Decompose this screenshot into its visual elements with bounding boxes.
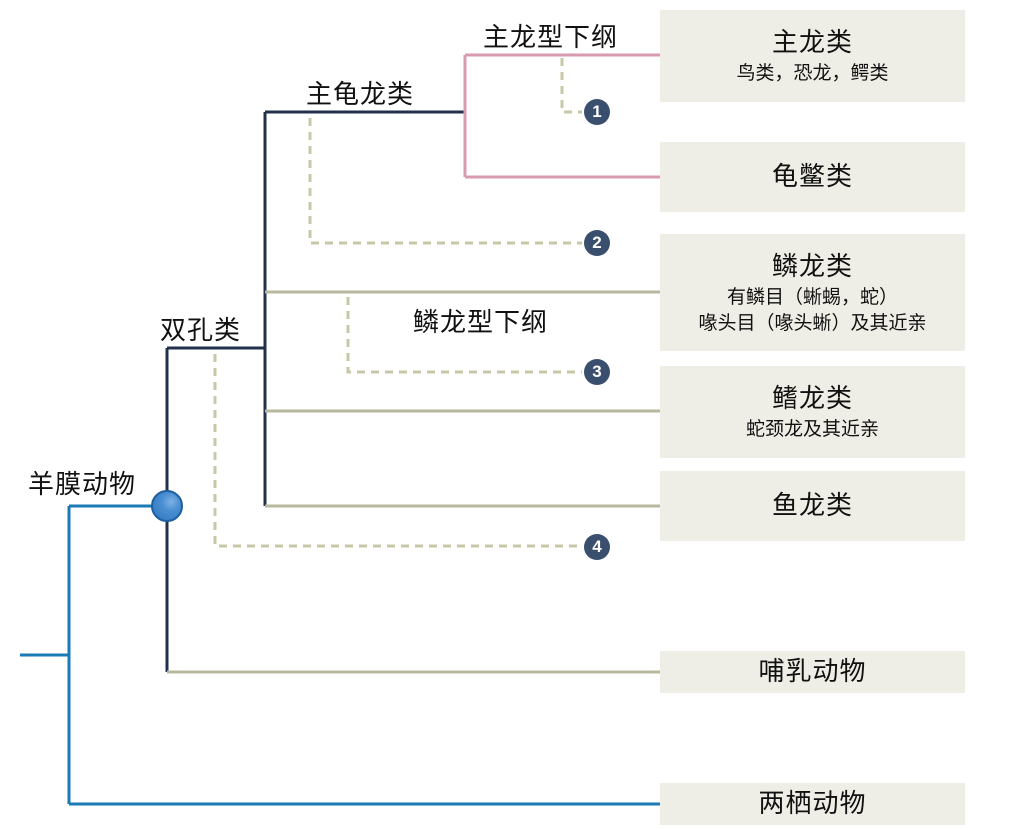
taxon-box-amphibia: 两栖动物 — [660, 783, 965, 825]
taxon-title: 两栖动物 — [758, 789, 867, 819]
label-archosauromorpha: 主龙型下纲 — [483, 23, 619, 53]
dashed-connector-2 — [308, 118, 582, 245]
badge-1: 1 — [584, 99, 610, 125]
taxon-box-lepidosauria: 鳞龙类 有鳞目（蜥蜴，蛇） 喙头目（喙头蜥）及其近亲 — [660, 234, 965, 351]
taxon-box-testudines: 龟鳖类 — [660, 142, 965, 212]
taxon-subtitle: 喙头目（喙头蜥）及其近亲 — [698, 311, 927, 334]
label-lepidosauromorpha: 鳞龙型下纲 — [413, 308, 549, 338]
taxon-subtitle: 有鳞目（蜥蜴，蛇） — [726, 285, 898, 308]
taxon-box-sauropterygia: 鳍龙类 蛇颈龙及其近亲 — [660, 366, 965, 458]
taxon-title: 哺乳动物 — [758, 657, 867, 687]
taxon-title: 鳍龙类 — [771, 384, 853, 414]
taxon-box-mammalia: 哺乳动物 — [660, 651, 965, 693]
taxon-box-ichthyosauria: 鱼龙类 — [660, 471, 965, 541]
taxon-title: 鱼龙类 — [771, 491, 853, 521]
taxon-subtitle: 蛇颈龙及其近亲 — [745, 418, 879, 440]
badge-4: 4 — [584, 534, 610, 560]
taxon-title: 鳞龙类 — [771, 251, 853, 282]
dashed-connector-3 — [346, 297, 582, 374]
taxon-title: 主龙类 — [771, 28, 853, 58]
taxon-title: 龟鳖类 — [771, 162, 853, 192]
badge-2: 2 — [584, 230, 610, 256]
taxon-box-archosauria: 主龙类 鸟类，恐龙，鳄类 — [660, 10, 965, 102]
taxon-subtitle: 鸟类，恐龙，鳄类 — [736, 62, 889, 84]
amniota-node-icon — [151, 490, 183, 522]
label-amniota: 羊膜动物 — [28, 470, 137, 500]
badge-3: 3 — [584, 359, 610, 385]
label-archelosauria: 主龟龙类 — [306, 80, 415, 110]
label-diapsida: 双孔类 — [160, 316, 242, 346]
dashed-connector-4 — [213, 354, 582, 548]
dashed-connector-1 — [560, 58, 582, 114]
